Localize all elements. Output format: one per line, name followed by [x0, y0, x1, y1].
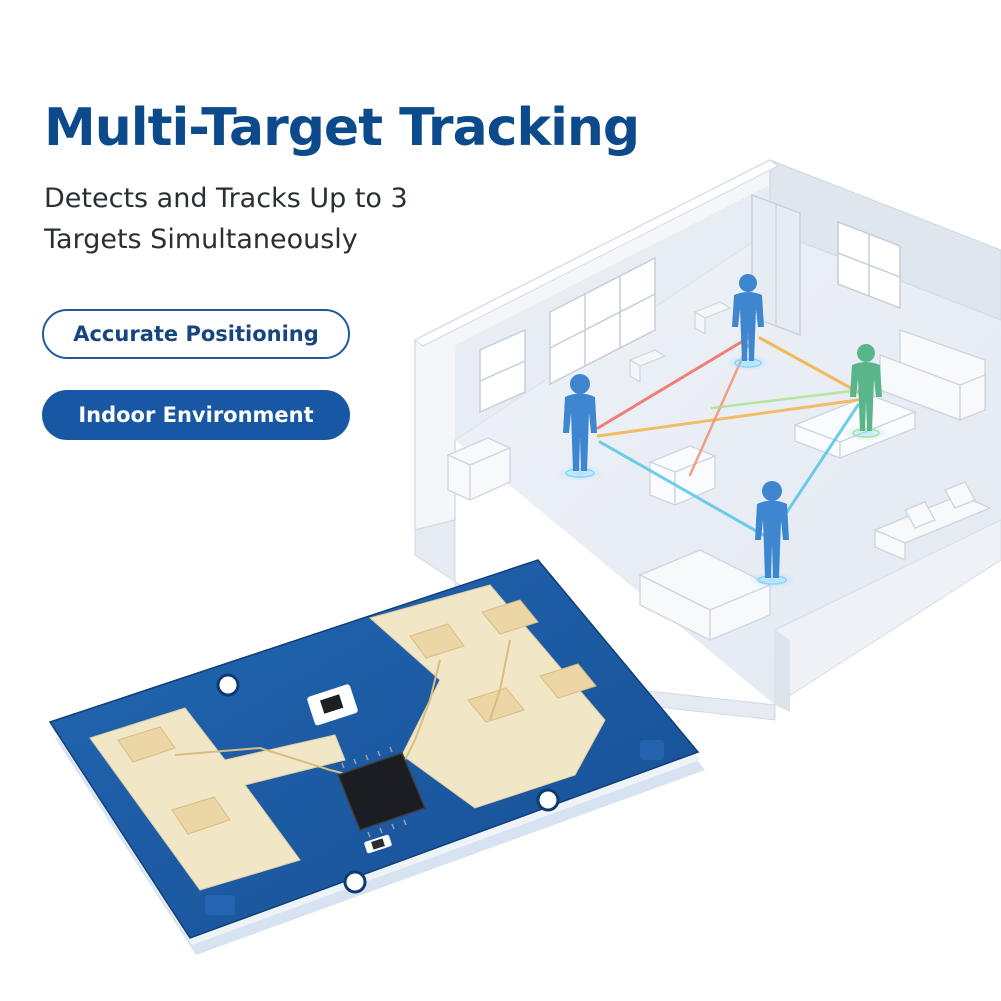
person-icon [726, 274, 770, 371]
headline-title: Multi-Target Tracking [44, 98, 640, 158]
person-icon [748, 481, 796, 588]
headline-subtitle: Detects and Tracks Up to 3 Targets Simul… [44, 183, 408, 255]
tracked-people [556, 274, 888, 588]
radar-pcb [48, 559, 705, 955]
person-icon [556, 374, 604, 481]
radar-chip [337, 746, 427, 838]
accurate-positioning-badge: Accurate Positioning [42, 309, 350, 359]
indoor-environment-badge: Indoor Environment [42, 390, 350, 440]
person-icon [844, 344, 888, 441]
